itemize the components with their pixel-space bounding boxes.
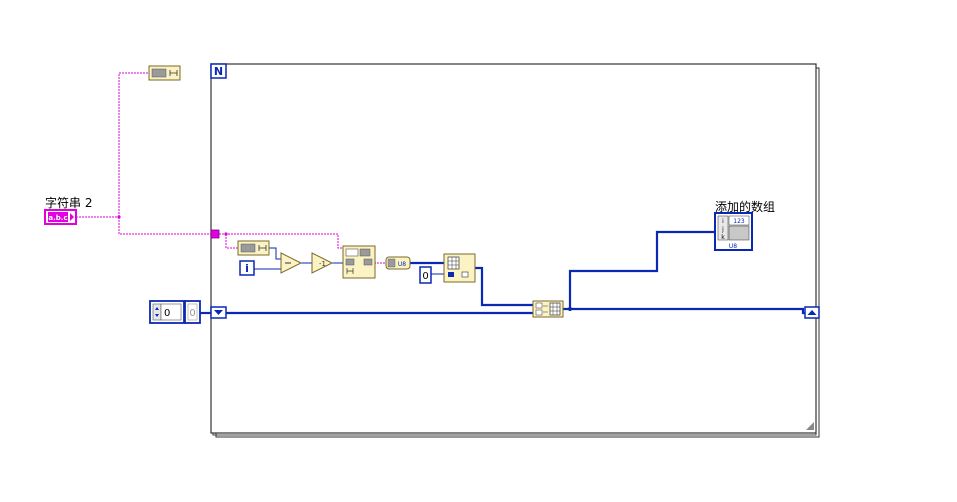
string-to-byte-array-node[interactable]: U8: [385, 256, 411, 270]
insert-into-array-node[interactable]: [532, 300, 564, 318]
array-index-value: 0: [164, 308, 170, 319]
wire-to-string-length-outside: [118, 72, 149, 217]
array-index-display[interactable]: [152, 303, 162, 321]
search-split-string-node[interactable]: [342, 245, 376, 279]
string-wires: [76, 72, 386, 264]
string-control-label: 字符串 2: [45, 196, 93, 210]
indicator-index-k: k: [721, 234, 725, 241]
u8-tag: U8: [398, 261, 406, 268]
wire-to-indicator: [568, 230, 715, 309]
numeric-constant-value: 0: [422, 271, 428, 282]
array-indicator-terminal[interactable]: i j k 123 U8: [714, 212, 753, 251]
wire-to-loop-tunnel: [118, 217, 211, 235]
wire-insert-to-shift-register-out: [563, 307, 805, 315]
decrement-label: -1: [319, 260, 326, 268]
iteration-terminal[interactable]: i: [239, 260, 255, 276]
wire-length-to-subtract: [268, 247, 282, 260]
array-constant[interactable]: 0 0: [149, 300, 201, 324]
numeric-wires: [200, 230, 805, 315]
indicator-123: 123: [733, 218, 745, 225]
array-indicator-label: 添加的数组: [715, 200, 776, 214]
array-element-value: 0: [189, 308, 195, 319]
wire-junction: [568, 307, 572, 311]
subtract-node[interactable]: [280, 252, 303, 274]
resize-handle[interactable]: [806, 422, 814, 430]
indicator-u8: U8: [729, 243, 737, 250]
loop-count-label: N: [214, 65, 223, 78]
index-spinner-icon[interactable]: [155, 307, 159, 317]
wire-junction: [224, 232, 228, 236]
numeric-constant-zero[interactable]: 0: [419, 266, 432, 284]
indicator-index-j: j: [721, 226, 724, 233]
decrement-node[interactable]: -1: [311, 252, 334, 274]
shift-register-right[interactable]: [804, 306, 820, 319]
string-control-glyph: a.b.c: [48, 214, 67, 222]
array-subset-node[interactable]: [443, 253, 476, 283]
loop-count-terminal[interactable]: N: [210, 63, 227, 79]
loop-input-tunnel[interactable]: [210, 229, 220, 239]
string-length-node-inside[interactable]: [237, 240, 270, 256]
indicator-index-i: i: [722, 218, 724, 225]
string-control-terminal[interactable]: a.b.c: [44, 209, 77, 225]
shift-register-left[interactable]: [210, 306, 227, 319]
wire-junction: [117, 215, 121, 219]
wire-to-string-length-inside: [225, 234, 240, 249]
string-length-node-outside[interactable]: [148, 65, 181, 81]
iteration-label: i: [245, 262, 249, 275]
wire-tunnel-to-search-split: [219, 233, 344, 249]
wire-build-array-to-insert: [475, 266, 533, 307]
